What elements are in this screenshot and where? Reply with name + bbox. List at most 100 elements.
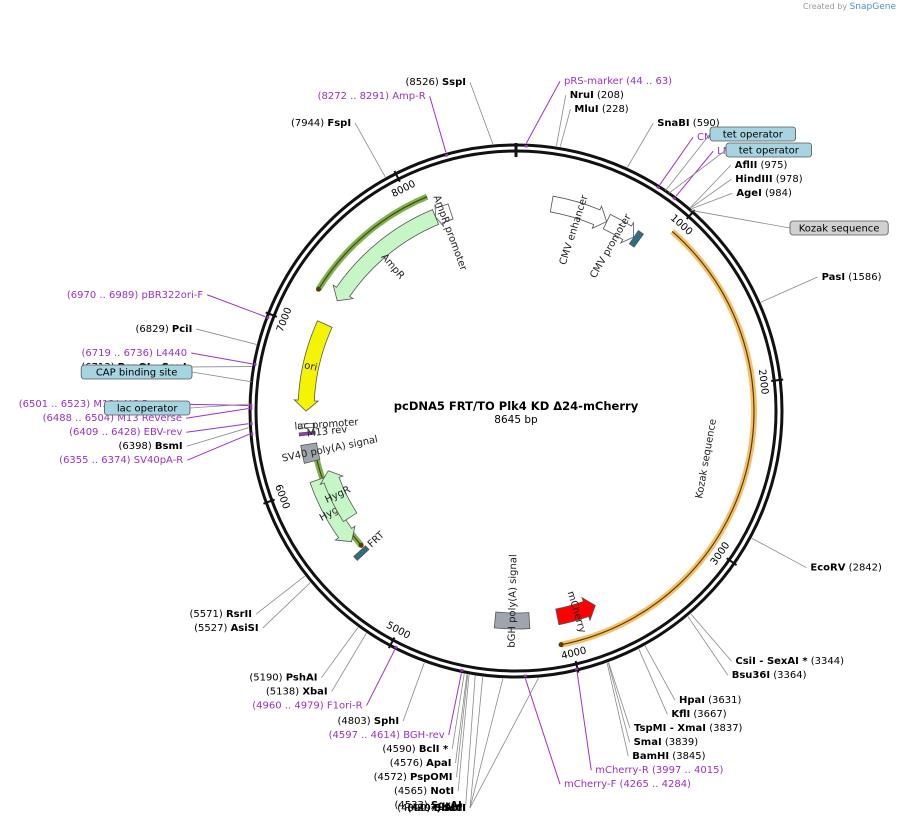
site-leader-ecorv — [751, 537, 807, 569]
site-position: (8526) — [406, 77, 442, 88]
site-name: SmaI — [634, 737, 662, 748]
primer-mark-pbr322ori-f — [266, 315, 270, 320]
primer-leader-bgh-rev — [448, 673, 462, 736]
site-name: ApaI — [426, 758, 451, 769]
tick-7000 — [265, 311, 278, 318]
site-name: AflII — [735, 160, 758, 171]
feature-label-bgh-poly-a-signal: bGH poly(A) signal — [507, 554, 520, 648]
site-position: (975) — [757, 160, 787, 171]
plasmid-title-block: pcDNA5 FRT/TO Plk4 KD Δ24-mCherry 8645 b… — [394, 399, 639, 426]
site-name: PciI — [172, 324, 192, 335]
site-position: (3667) — [690, 709, 727, 720]
site-name: NruI — [570, 90, 594, 101]
primer-mark-cmv-f — [656, 185, 661, 190]
feature-label-lac-promoter: lac promoter — [294, 417, 359, 433]
site-position: (4576) — [390, 758, 426, 769]
site-name: PspOMI — [410, 772, 452, 783]
site-label-sgrai: (4533) SgrAI — [395, 800, 462, 811]
primer-name: (44 .. 63) — [626, 76, 672, 87]
site-label-bsu36i: Bsu36I (3364) — [732, 670, 807, 681]
site-leader-bamhi — [606, 662, 629, 757]
site-label-agei: AgeI (984) — [736, 188, 792, 199]
site-position: (3837) — [706, 723, 743, 734]
site-leader-tspmi-xmai — [608, 662, 631, 729]
primer-range: (4960 .. 4979) — [252, 701, 327, 712]
primer-mark-l4440 — [253, 362, 257, 367]
tick-4000 — [574, 660, 580, 673]
site-leader-sphi — [402, 662, 425, 722]
site-position: (5527) — [194, 623, 230, 634]
site-position: (4494) — [408, 803, 444, 814]
site-name: KflI — [671, 709, 690, 720]
site-position: (3631) — [705, 695, 742, 706]
site-label-noti: (4565) NotI — [394, 786, 454, 797]
box-tet-operator — [709, 126, 796, 142]
primer-label-f1ori-r: (4960 .. 4979) F1ori-R — [252, 701, 362, 712]
site-leader-bsu36i — [687, 616, 729, 676]
tick-3000 — [726, 557, 738, 566]
site-position: (4390) — [397, 803, 433, 814]
site-name: FspI — [327, 118, 351, 129]
site-label-csii-sexai: CsiI - SexAI * (3344) — [735, 656, 844, 667]
feature-label-frt: FRT — [366, 529, 387, 550]
site-leader-noti — [457, 674, 470, 792]
primer-range: (6409 .. 6428) — [69, 427, 144, 438]
site-leader-fspi — [354, 122, 386, 178]
site-label-aflii: AflII (975) — [735, 160, 788, 171]
feature-tet-operator — [628, 230, 644, 248]
credit-text: Created by — [803, 2, 848, 11]
site-name: AgeI — [736, 188, 761, 199]
orf-hyg-tip — [358, 542, 364, 548]
site-leader-nrui — [555, 95, 567, 147]
box-leader-tet-operator — [664, 133, 711, 192]
site-name: HindIII — [735, 174, 772, 185]
site-label-rsrii: (5571) RsrII — [190, 609, 252, 620]
site-label-pspomi: (4572) PspOMI — [374, 772, 453, 783]
site-name: RsrII — [226, 609, 252, 620]
box-leader-cap-binding-site — [191, 371, 252, 383]
site-leader-hpai — [644, 645, 676, 701]
site-leader-alei — [469, 676, 484, 809]
site-name: AsiSI — [231, 623, 259, 634]
site-position: (5571) — [190, 609, 226, 620]
primer-range: (6970 .. 6989) — [67, 290, 142, 301]
site-label-pshai: (5190) PshAI — [249, 673, 317, 684]
snapgene-logo: SnapGene — [849, 2, 896, 12]
site-label-sspi: (8526) SspI — [406, 77, 466, 88]
orf-amp-line — [318, 196, 428, 290]
site-label-bcli: (4590) BclI * — [382, 744, 449, 755]
label-layer: pRS-marker (44 .. 63)NruI (208)MluI (228… — [19, 76, 889, 814]
primer-leader-l4440 — [191, 352, 253, 365]
site-position: (6829) — [135, 324, 171, 335]
primer-label-mcherry-f: mCherry-F (4265 .. 4284) — [564, 779, 691, 790]
feature-frt — [353, 545, 370, 561]
tick-2000 — [771, 378, 784, 382]
site-label-sphi: (4803) SphI — [337, 716, 399, 727]
box-label-lac-operator: lac operator — [117, 404, 178, 415]
feature-bgh-poly-a-signal — [493, 611, 531, 630]
primer-name: EBV-rev — [144, 427, 183, 438]
site-name: PshAI — [286, 673, 318, 684]
tick-1000 — [686, 209, 696, 220]
site-position: (4590) — [382, 744, 418, 755]
site-label-fspi: (7944) FspI — [291, 118, 351, 129]
primer-range: pRS-marker — [564, 76, 626, 87]
feature-m13-rev — [298, 430, 316, 437]
feature-hygr2 — [319, 470, 358, 523]
site-name: HpaI — [679, 695, 705, 706]
box-label-tet-operator: tet operator — [723, 130, 784, 141]
primer-mark-amp-r — [444, 153, 449, 157]
box-kozak-sequence — [789, 220, 889, 236]
site-name: CsiI - SexAI * — [735, 656, 808, 667]
site-label-pcii: (6829) PciI — [135, 324, 192, 335]
site-position: (3344) — [808, 656, 845, 667]
site-label-hpai: HpaI (3631) — [679, 695, 742, 706]
primer-label-mcherry-r: mCherry-R (3997 .. 4015) — [595, 765, 723, 776]
site-label-asisi: (5527) AsiSI — [194, 623, 258, 634]
site-position: (208) — [594, 90, 624, 101]
site-label-snabi: SnaBI (590) — [657, 118, 720, 129]
site-position: (5138) — [266, 687, 302, 698]
site-name: SphI — [374, 716, 399, 727]
orf-kozak-tip — [558, 642, 564, 648]
site-leader-hindiii — [690, 178, 732, 209]
